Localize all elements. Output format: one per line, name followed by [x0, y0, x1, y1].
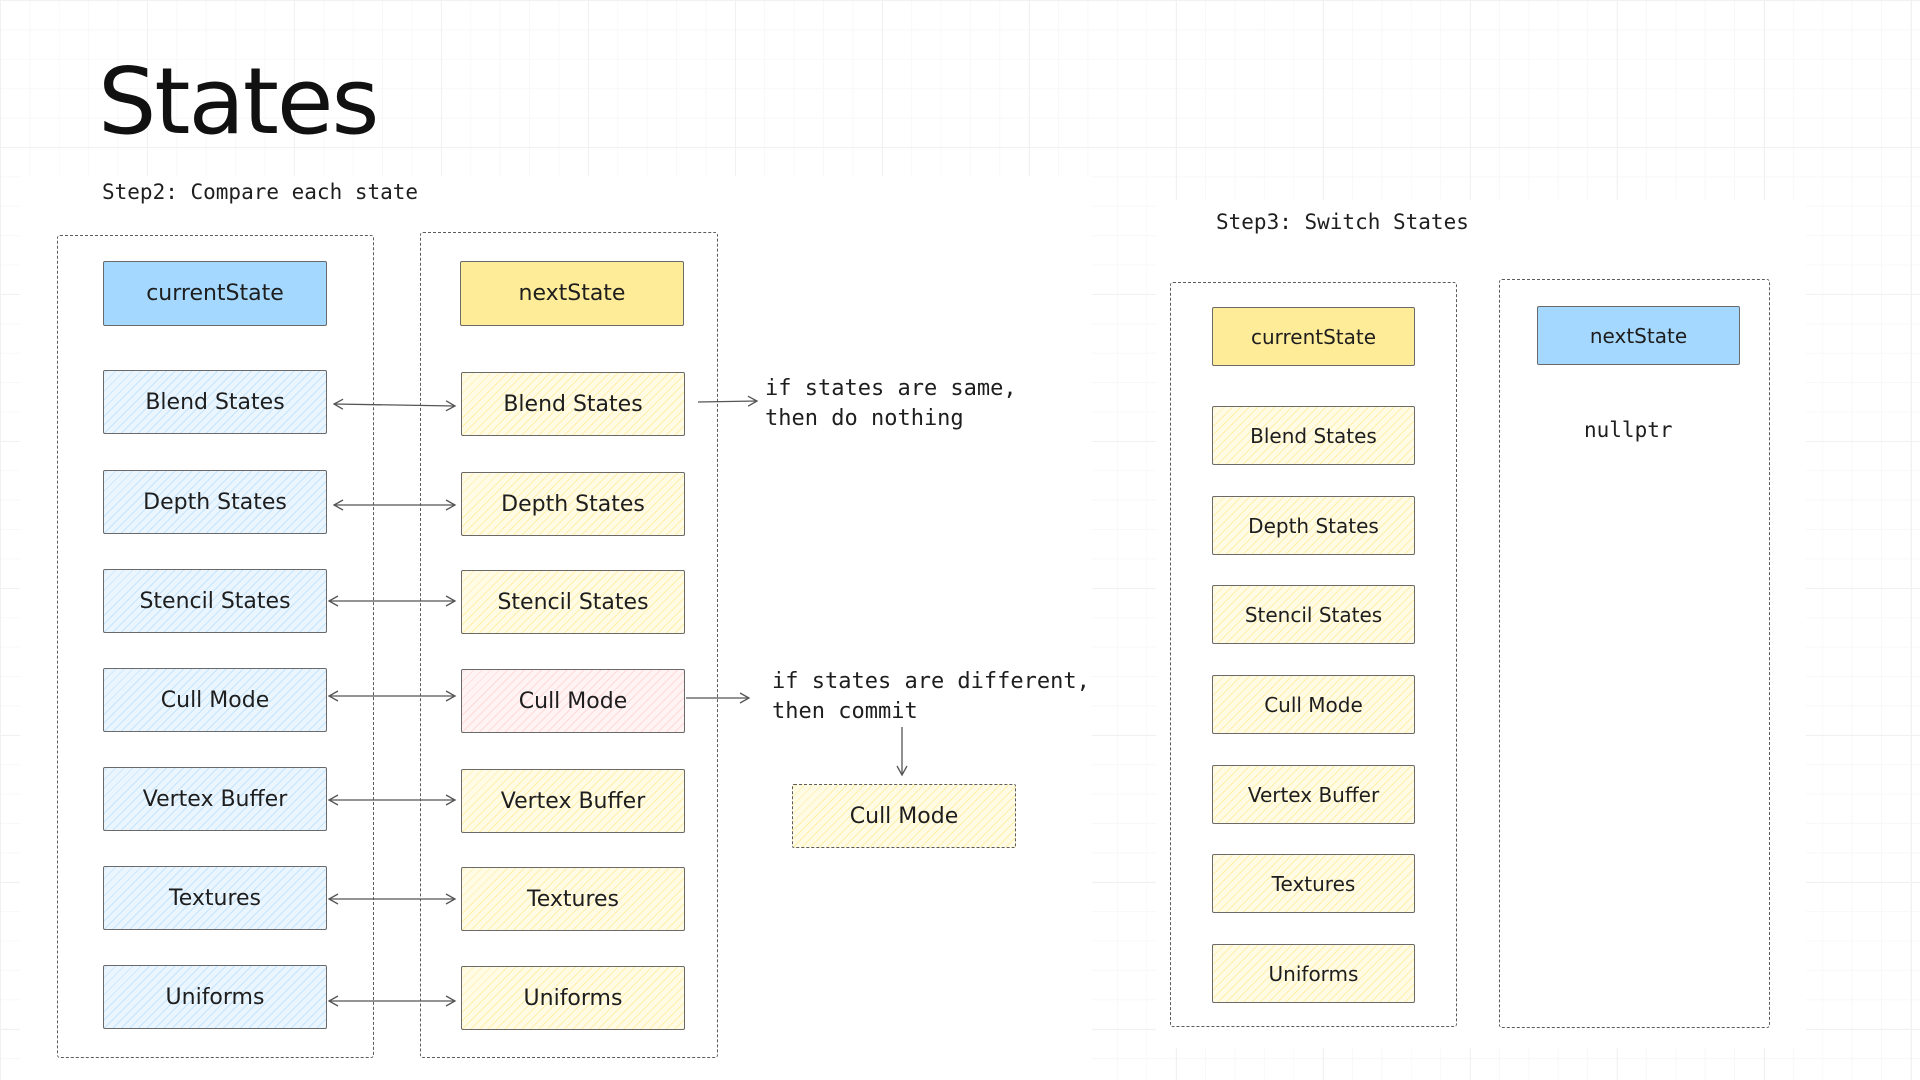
- step2-next-state-header: nextState: [460, 261, 684, 326]
- step2-current-cull-mode: Cull Mode: [103, 668, 327, 732]
- step2-current-textures: Textures: [103, 866, 327, 930]
- page-title: States: [98, 48, 379, 155]
- compare-arrow-blend-states: [332, 398, 457, 412]
- step2-current-depth-states: Depth States: [103, 470, 327, 534]
- step2-current-stencil-states: Stencil States: [103, 569, 327, 633]
- step3-next-group: [1499, 279, 1770, 1028]
- step2-label: Step2: Compare each state: [102, 180, 419, 204]
- step2-next-cull-mode: Cull Mode: [461, 669, 685, 733]
- step3-current-state-header: currentState: [1212, 307, 1415, 366]
- step2-next-depth-states: Depth States: [461, 472, 685, 536]
- step2-next-stencil-states: Stencil States: [461, 570, 685, 634]
- step2-next-textures: Textures: [461, 867, 685, 931]
- step2-current-blend-states: Blend States: [103, 370, 327, 434]
- step2-next-group: [420, 232, 718, 1058]
- step2-next-vertex-buffer: Vertex Buffer: [461, 769, 685, 833]
- same-state-arrow: [697, 395, 759, 407]
- step3-current-textures: Textures: [1212, 854, 1415, 913]
- step3-current-vertex-buffer: Vertex Buffer: [1212, 765, 1415, 824]
- step2-current-uniforms: Uniforms: [103, 965, 327, 1029]
- note-states-same: if states are same, then do nothing: [765, 376, 1017, 431]
- step3-next-state-header: nextState: [1537, 306, 1740, 365]
- step3-current-blend-states: Blend States: [1212, 406, 1415, 465]
- step3-current-stencil-states: Stencil States: [1212, 585, 1415, 644]
- committed-cull-mode: Cull Mode: [792, 784, 1016, 848]
- step2-current-group: [57, 235, 374, 1058]
- step3-current-cull-mode: Cull Mode: [1212, 675, 1415, 734]
- step2-current-state-header: currentState: [103, 261, 327, 326]
- step2-next-uniforms: Uniforms: [461, 966, 685, 1030]
- step3-current-uniforms: Uniforms: [1212, 944, 1415, 1003]
- step3-current-depth-states: Depth States: [1212, 496, 1415, 555]
- step2-current-vertex-buffer: Vertex Buffer: [103, 767, 327, 831]
- note-states-different: if states are different, then commit: [772, 669, 1090, 724]
- step2-next-blend-states: Blend States: [461, 372, 685, 436]
- step3-nullptr-label: nullptr: [1584, 418, 1673, 442]
- step3-label: Step3: Switch States: [1216, 210, 1469, 234]
- step3-current-group: [1170, 282, 1457, 1027]
